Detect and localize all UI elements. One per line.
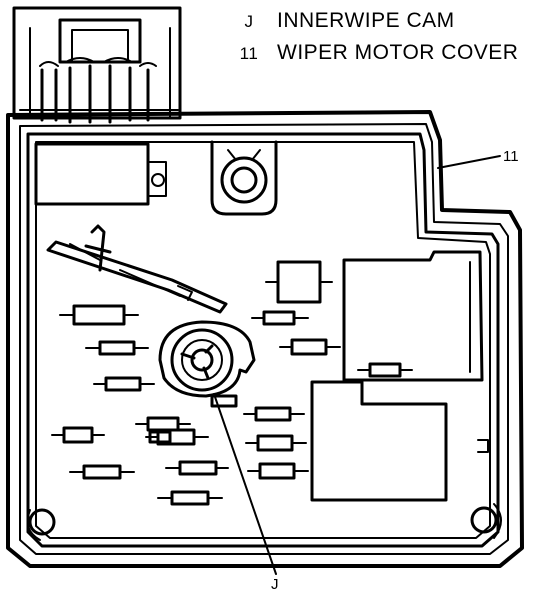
relay-block-lower xyxy=(310,380,489,502)
legend-code: J xyxy=(244,12,254,31)
wiring-connector xyxy=(12,6,182,124)
legend-code: 11 xyxy=(239,44,259,63)
resistor xyxy=(148,430,172,444)
relay-block-upper xyxy=(342,250,484,382)
innerwipe-cam xyxy=(158,320,256,398)
resistor xyxy=(247,462,309,480)
legend-label: INNERWIPE CAM xyxy=(277,9,455,32)
legend-entry-cam: J INNERWIPE CAM xyxy=(235,10,455,31)
legend-entry-cover: 11 WIPER MOTOR COVER xyxy=(235,42,518,63)
resistor xyxy=(165,460,229,476)
resistor xyxy=(210,394,238,408)
resistor xyxy=(357,362,413,378)
shaft-boss xyxy=(210,140,278,216)
resistor xyxy=(251,310,309,326)
resistor xyxy=(279,338,341,356)
resistor xyxy=(59,304,139,326)
resistor xyxy=(85,340,149,356)
wiper-motor-cover xyxy=(6,110,524,568)
leader-line-cam xyxy=(213,393,277,575)
resistor xyxy=(243,406,305,422)
resistor xyxy=(93,376,155,392)
resistor xyxy=(145,428,209,446)
callout-cover: 11 xyxy=(503,148,519,165)
callout-cam: J xyxy=(271,576,279,593)
resistor-group xyxy=(51,304,413,506)
leader-line-cover xyxy=(437,155,501,169)
resistor xyxy=(157,490,223,506)
resistor xyxy=(69,464,135,480)
capacitor-block xyxy=(265,260,333,304)
resistor xyxy=(51,426,105,444)
motor-block xyxy=(34,142,167,206)
legend-label: WIPER MOTOR COVER xyxy=(277,41,519,64)
resistor xyxy=(245,434,307,452)
switch-arm xyxy=(46,224,228,314)
resistor xyxy=(135,416,191,432)
